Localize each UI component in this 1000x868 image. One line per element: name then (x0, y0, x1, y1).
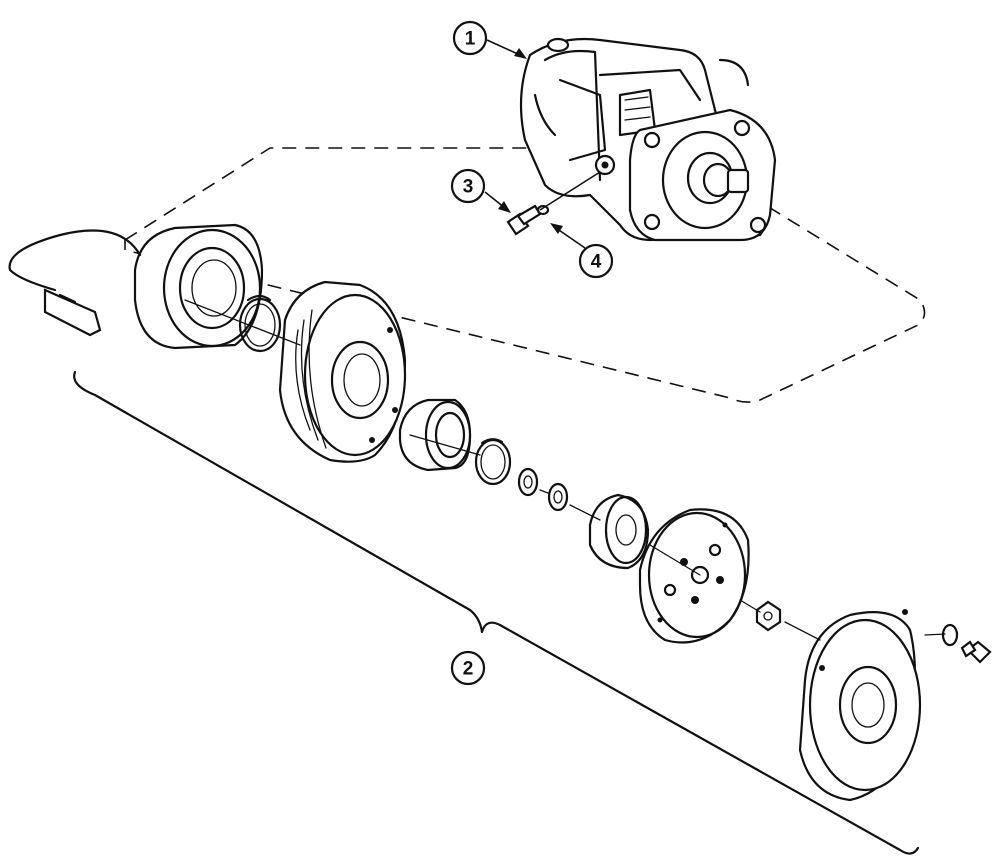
callout-label: 3 (463, 177, 474, 198)
callout-2: 2 (450, 650, 486, 686)
snap-ring (238, 294, 282, 353)
nut (755, 600, 782, 632)
field-coil (8, 223, 264, 350)
snap-ring-2 (474, 438, 512, 486)
callout-3: 3 (450, 168, 511, 213)
armature-plate (638, 508, 750, 644)
callout-label: 4 (591, 252, 602, 273)
bolt (506, 204, 542, 236)
front-cover (798, 609, 922, 802)
hub (588, 493, 650, 570)
callout-1: 1 (452, 20, 527, 59)
callout-label: 2 (463, 659, 474, 680)
assembly-axis-line (184, 299, 946, 641)
bolt-axis-line (539, 171, 601, 211)
callout-label: 1 (465, 29, 476, 50)
pulley (278, 280, 407, 463)
washer-2 (547, 482, 569, 512)
group-bracket (73, 370, 920, 855)
screw (960, 640, 992, 664)
phantom-outline (124, 147, 926, 403)
washer-1 (517, 467, 539, 497)
lock-washer (941, 623, 959, 647)
callout-4: 4 (550, 223, 614, 279)
bearing (398, 398, 472, 472)
compressor (519, 37, 777, 242)
o-ring (536, 204, 550, 216)
